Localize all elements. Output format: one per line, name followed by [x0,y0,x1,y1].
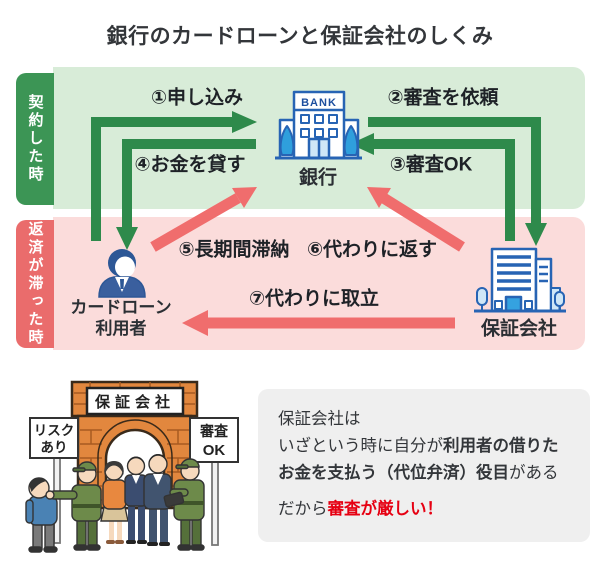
risk-sign: リスク あり [29,417,79,459]
note-line-3: お金を支払う（代位弁済）役目がある [278,464,559,482]
risk-sign-line1: リスク [34,423,75,438]
arrow-screening-ok [350,133,515,241]
contract-section-label: 契約した時 [16,73,54,205]
overdue-section-label: 返済が滞った時 [16,220,54,348]
flow-label-screening-ok: ③審査OK [389,154,473,176]
note-line-2: いざという時に自分が利用者の借りた [278,437,559,455]
gate-sign-text: 保証会社 [94,393,175,411]
guard-left [45,461,102,551]
screening-ok-line2: OK [203,442,226,459]
bank-sign-text: BANK [301,97,337,109]
arrow-delinquency [150,187,257,252]
flow-label-request-screening: ②審査を依頼 [387,87,499,109]
flow-label-repay-instead: ⑥代わりに返す [306,239,438,261]
user-icon [98,249,146,298]
arrow-collect-instead [182,310,455,336]
gate-illustration: 保証会社 リスク あり 審査 OK [25,380,239,553]
arrow-repay-instead [367,187,465,252]
note-box: 保証会社は いざという時に自分が利用者の借りた お金を支払う（代位弁済）役目があ… [258,389,590,542]
right-signpost [211,454,219,546]
bank-tree-icon [279,125,359,156]
user-label-line2: 利用者 [95,319,147,338]
flow-label-collect-instead: ⑦代わりに取立 [248,288,380,310]
note-line-1: 保証会社は [278,410,361,428]
risk-sign-line2: あり [41,440,68,455]
bank-label: 銀行 [298,167,338,189]
queue-man-back [124,456,148,544]
queue-woman [100,461,129,544]
flow-label-apply: ①申し込み [150,87,244,109]
user-label: カードローン 利用者 [70,297,171,339]
arrow-request-screening [368,117,547,246]
arrow-apply [91,111,257,241]
screening-ok-line1: 審査 [199,423,229,439]
flow-label-delinquency: ⑤長期間滞納 [178,239,290,261]
guarantor-tree-icon [476,287,565,311]
gate-sign: 保証会社 [85,386,185,416]
page-title: 銀行のカードローンと保証会社のしくみ [106,25,494,48]
bank-icon: BANK [275,90,362,160]
user-label-line1: カードローン [70,298,172,317]
arrow-lend-money [116,139,256,250]
guarantor-icon [474,247,566,313]
flow-label-lend-money: ④お金を貸す [134,154,246,176]
screening-ok-sign: 審査 OK [189,417,239,463]
guarantor-label: 保証会社 [480,318,558,340]
note-line-4: だから審査が厳しい！ [278,500,443,518]
rejected-person [25,477,58,553]
guard-right [163,458,205,551]
